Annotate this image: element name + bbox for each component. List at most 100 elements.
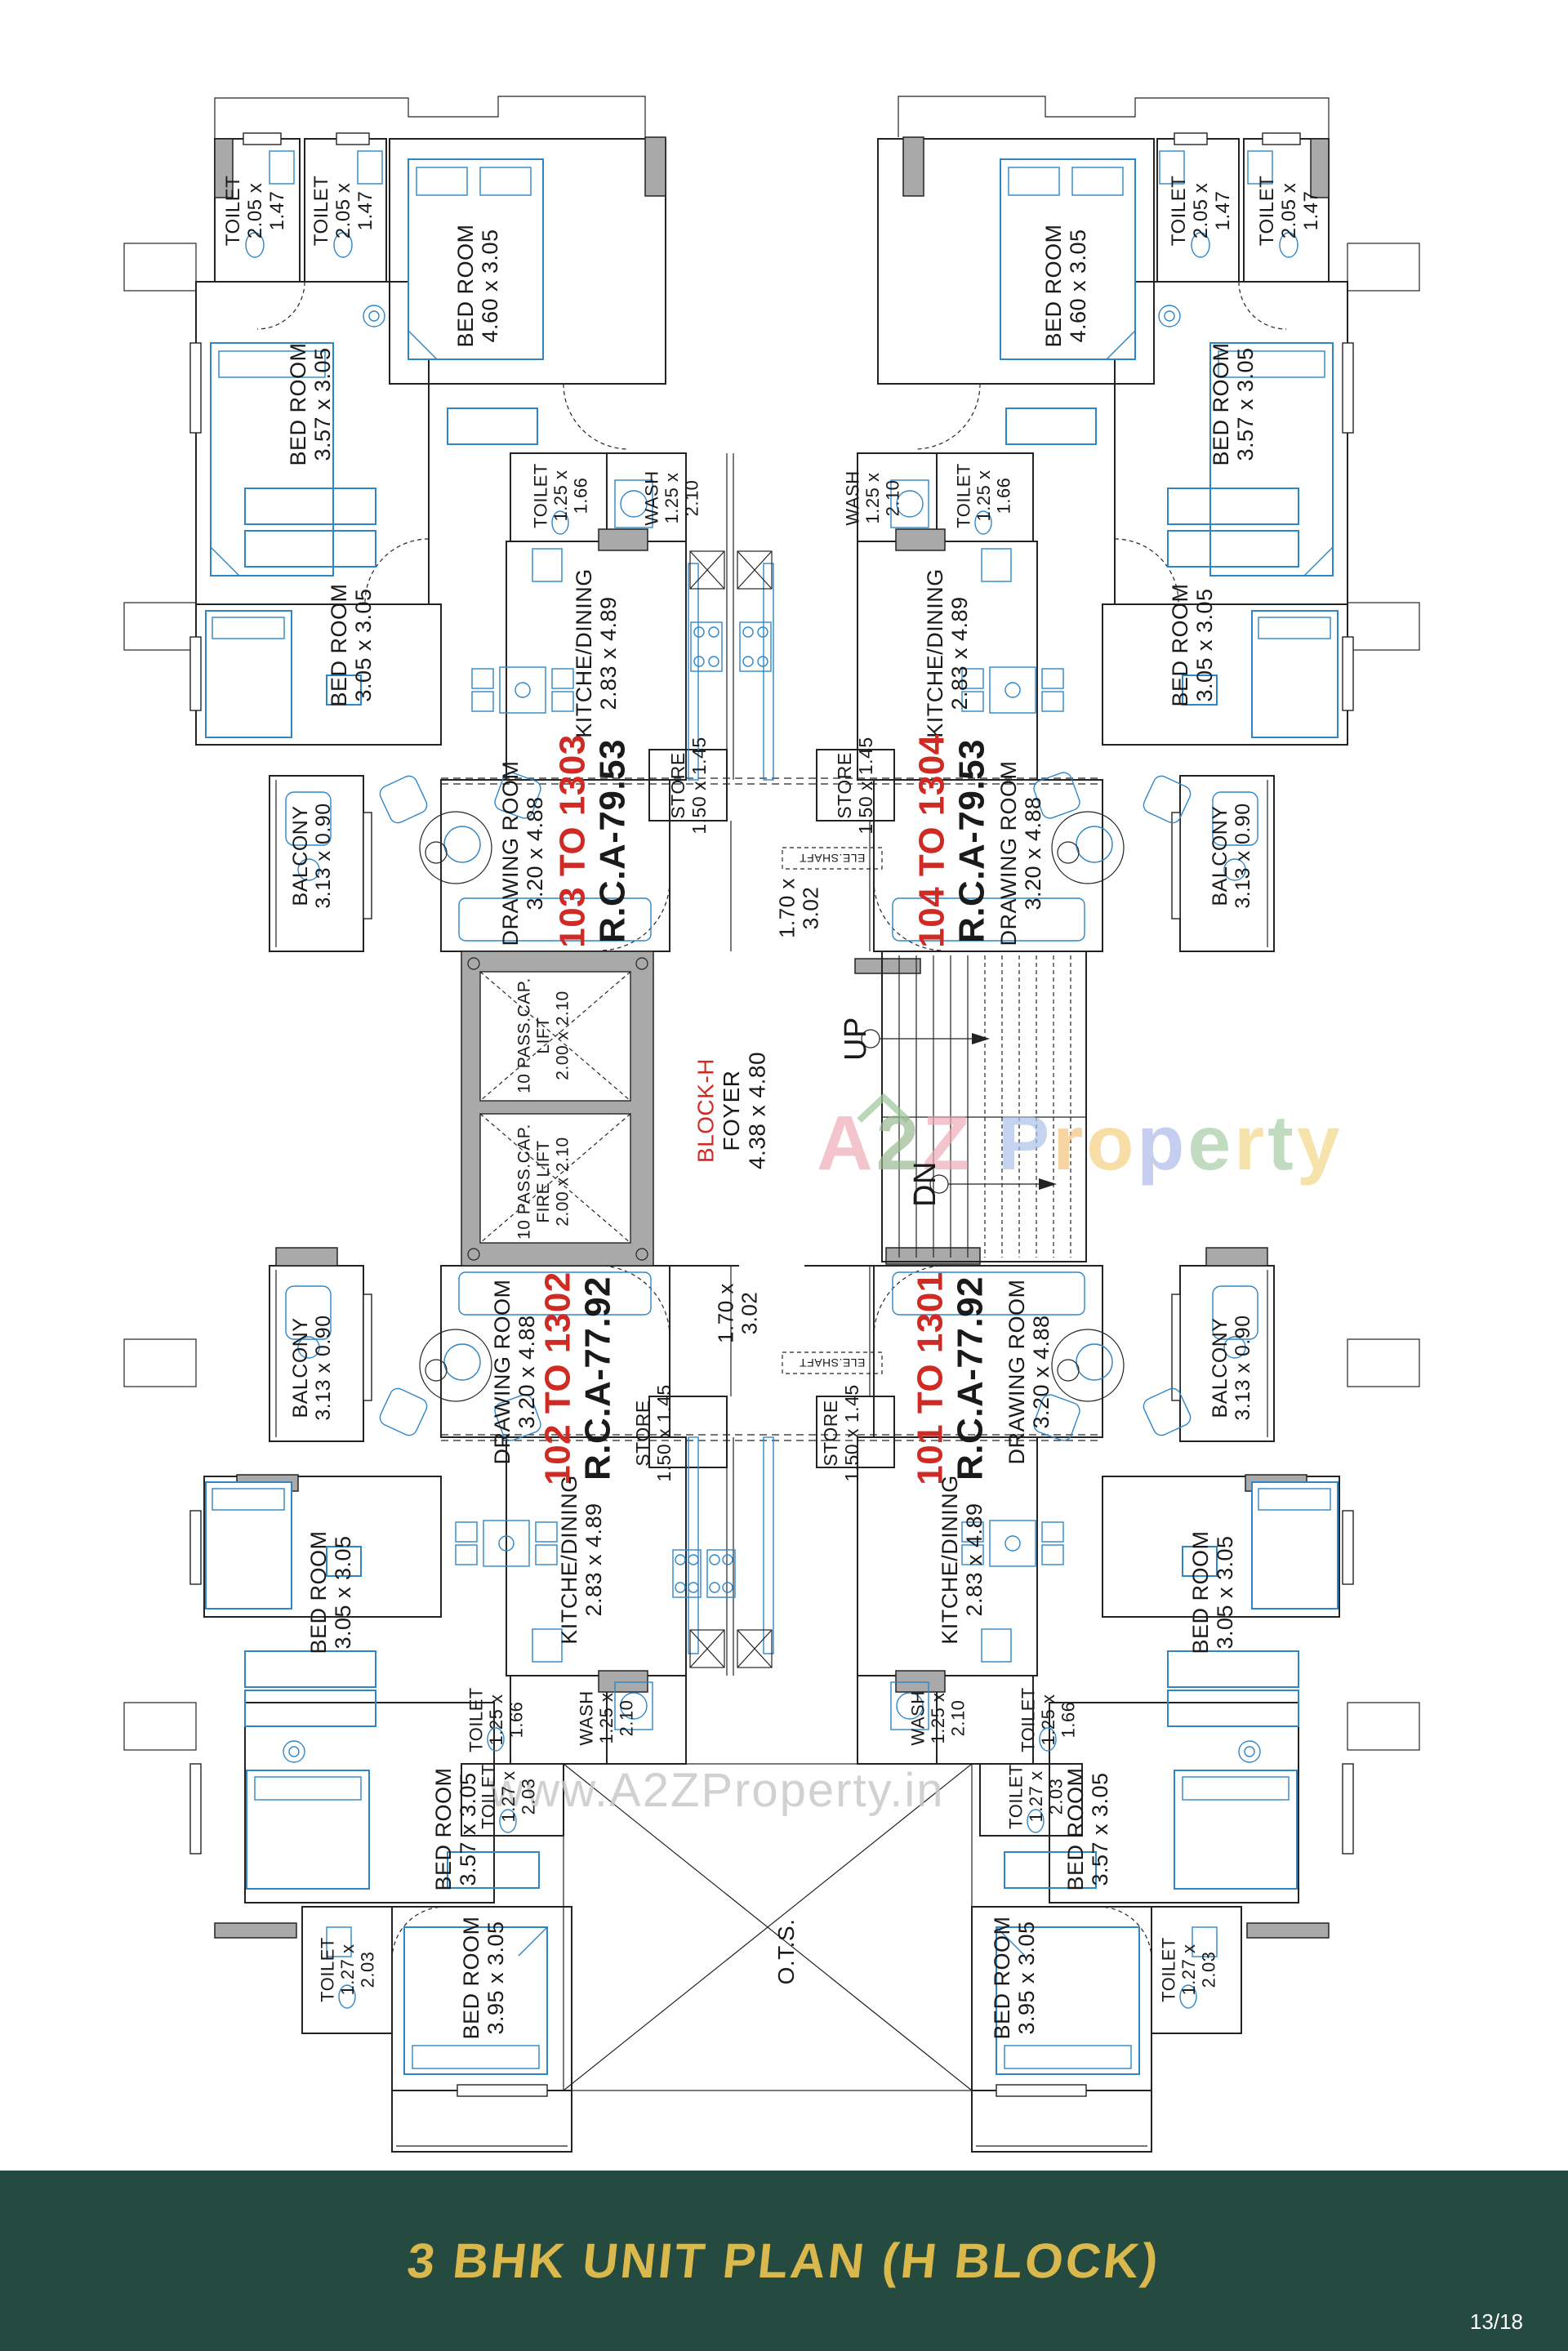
wc-icon (974, 510, 992, 535)
washing-machine-icon (614, 479, 653, 528)
room-label-kitchen-bl: KITCHE/DINING2.83 x 4.89 (557, 1475, 606, 1645)
lamp-icon (363, 305, 385, 327)
ele-shaft-box (782, 847, 883, 870)
armchair-icon (1033, 772, 1080, 819)
stove-icon (706, 1549, 736, 1598)
wardrobe-icon (244, 488, 376, 525)
ele-shaft-label-bottom: ELE.SHAFT (800, 1356, 866, 1369)
room-label-toilet-125-tl: TOILET1.25 x1.66 (530, 463, 590, 528)
watermark-url: www.A2ZProperty.in (488, 1764, 944, 1817)
room-bedroom (203, 1476, 442, 1618)
lift-core (461, 951, 654, 1267)
wardrobe-icon (1004, 1851, 1097, 1889)
room-label-bedroom-305-tl: BED ROOM3.05 x 3.05 (327, 583, 376, 706)
bottom-banner: 3 BHK UNIT PLAN (H BLOCK) 13/18 (0, 2171, 1568, 2351)
room-label-bedroom-357-br: BED ROOM3.57 x 3.05 (1063, 1767, 1112, 1890)
round-table-icon (419, 1329, 492, 1402)
wc-icon (338, 1984, 356, 2009)
wardrobe-icon (1167, 1690, 1299, 1727)
toilet-fixtures-layer (245, 150, 1298, 2009)
unit-label-104: 104 TO 1304R.C.A-79.53 (911, 734, 991, 948)
wc-icon (1039, 1727, 1057, 1752)
up-arrow-icon (861, 1029, 990, 1049)
room-label-bedroom-460-r: BED ROOM4.60 x 3.05 (1041, 224, 1090, 347)
wardrobe-icon (244, 530, 376, 568)
wc-icon (245, 232, 265, 258)
side-table-icon (1182, 675, 1218, 706)
balcony-table-icon (297, 858, 320, 881)
basin-icon (326, 1926, 352, 1957)
ele-shaft-box (782, 1351, 883, 1374)
room-label-toilet-205-d: TOILET2.05 x1.47 (1168, 176, 1234, 247)
basin-icon (1247, 150, 1273, 185)
washing-machine-icon (890, 1681, 929, 1730)
watermark-brand-text: A2Z Property (817, 1100, 1343, 1187)
ots-void (563, 1763, 973, 2091)
washing-machine-icon (614, 1681, 653, 1730)
beds-layer (205, 158, 1339, 2075)
ele-shaft-label-top: ELE.SHAFT (800, 852, 866, 865)
kitchen-platform (688, 1436, 699, 1654)
drawing-room-furniture-layer (379, 772, 1192, 1441)
washing-machine-icon (890, 479, 929, 528)
wardrobe-icon (1167, 530, 1299, 568)
room-label-wash-bl: WASH1.25 x2.10 (576, 1690, 636, 1745)
armchair-icon (1143, 1387, 1192, 1436)
room-label-bedroom-357-tl: BED ROOM3.57 x 3.05 (286, 342, 335, 465)
wc-icon (1191, 232, 1210, 258)
room-store (816, 749, 895, 822)
side-tables-layer (283, 305, 1261, 1763)
page-number: 13/18 (1469, 2309, 1523, 2334)
room-label-bedroom-357-tr: BED ROOM3.57 x 3.05 (1209, 342, 1258, 465)
room-label-toilet-205-c: TOILET2.05 x1.47 (1256, 176, 1322, 247)
balcony-chair-icon (1212, 1285, 1258, 1340)
unit-label-101: 101 TO 1301R.C.A-77.92 (910, 1271, 990, 1485)
room-label-bedroom-305-br: BED ROOM3.05 x 3.05 (1188, 1530, 1237, 1654)
balcony-table-icon (1223, 858, 1246, 881)
duct-icon (689, 550, 725, 590)
dn-arrow-icon (929, 1174, 1057, 1194)
unit-label-102: 102 TO 1302R.C.A-77.92 (537, 1271, 617, 1485)
room-label-wash-tr: WASH1.25 x2.10 (842, 470, 902, 525)
unit-label-103: 103 TO 1303R.C.A-79.53 (552, 734, 632, 948)
room-bedroom (389, 138, 666, 385)
room-bedroom (1102, 1476, 1340, 1618)
dining-table-icon (455, 1520, 558, 1567)
stairs (861, 951, 1087, 1262)
basin-icon (1159, 150, 1185, 185)
room-balcony (971, 2090, 1152, 2153)
bed-icon (1251, 1481, 1339, 1610)
bed-icon (403, 1926, 548, 2075)
lamp-icon (283, 1740, 305, 1763)
wardrobe-icon (244, 1690, 376, 1727)
room-label-bedroom-305-bl: BED ROOM3.05 x 3.05 (306, 1530, 355, 1654)
wc-icon (487, 1727, 505, 1752)
basin-icon (269, 150, 295, 185)
wc-icon (1279, 232, 1298, 258)
duct-icon (737, 1629, 773, 1668)
unit-boundary-layer (441, 777, 1102, 1441)
room-label-toilet-127-bl-inner: TOILET1.27 x2.03 (478, 1764, 538, 1829)
watermark-brand: A2Z Property (817, 1093, 1343, 1187)
lamp-icon (1238, 1740, 1261, 1763)
room-label-bedroom-395-bl: BED ROOM3.95 x 3.05 (459, 1916, 508, 2039)
bed-icon (1251, 610, 1339, 738)
wc-icon (499, 1809, 517, 1833)
bed-icon (1000, 158, 1136, 360)
room-label-store-bl: STORE1.50 x 1.45 (632, 1384, 675, 1481)
armchair-icon (379, 1387, 428, 1436)
wardrobes-layer (244, 407, 1299, 1889)
stove-icon (690, 621, 723, 672)
ots-label: O.T.S. (773, 1919, 799, 1985)
room-toilet (979, 1763, 1083, 1837)
room-label-bedroom-395-br: BED ROOM3.95 x 3.05 (990, 1916, 1039, 2039)
room-label-wash-tl: WASH1.25 x2.10 (641, 470, 702, 525)
sink-icon (981, 1628, 1012, 1663)
side-table-icon (326, 1546, 362, 1577)
sofa-icon (458, 1271, 652, 1316)
room-label-store-br: STORE1.50 x 1.45 (820, 1384, 862, 1481)
room-label-drawing-br: DRAWING ROOM3.20 x 4.88 (1004, 1280, 1054, 1465)
bed-icon (210, 342, 334, 577)
